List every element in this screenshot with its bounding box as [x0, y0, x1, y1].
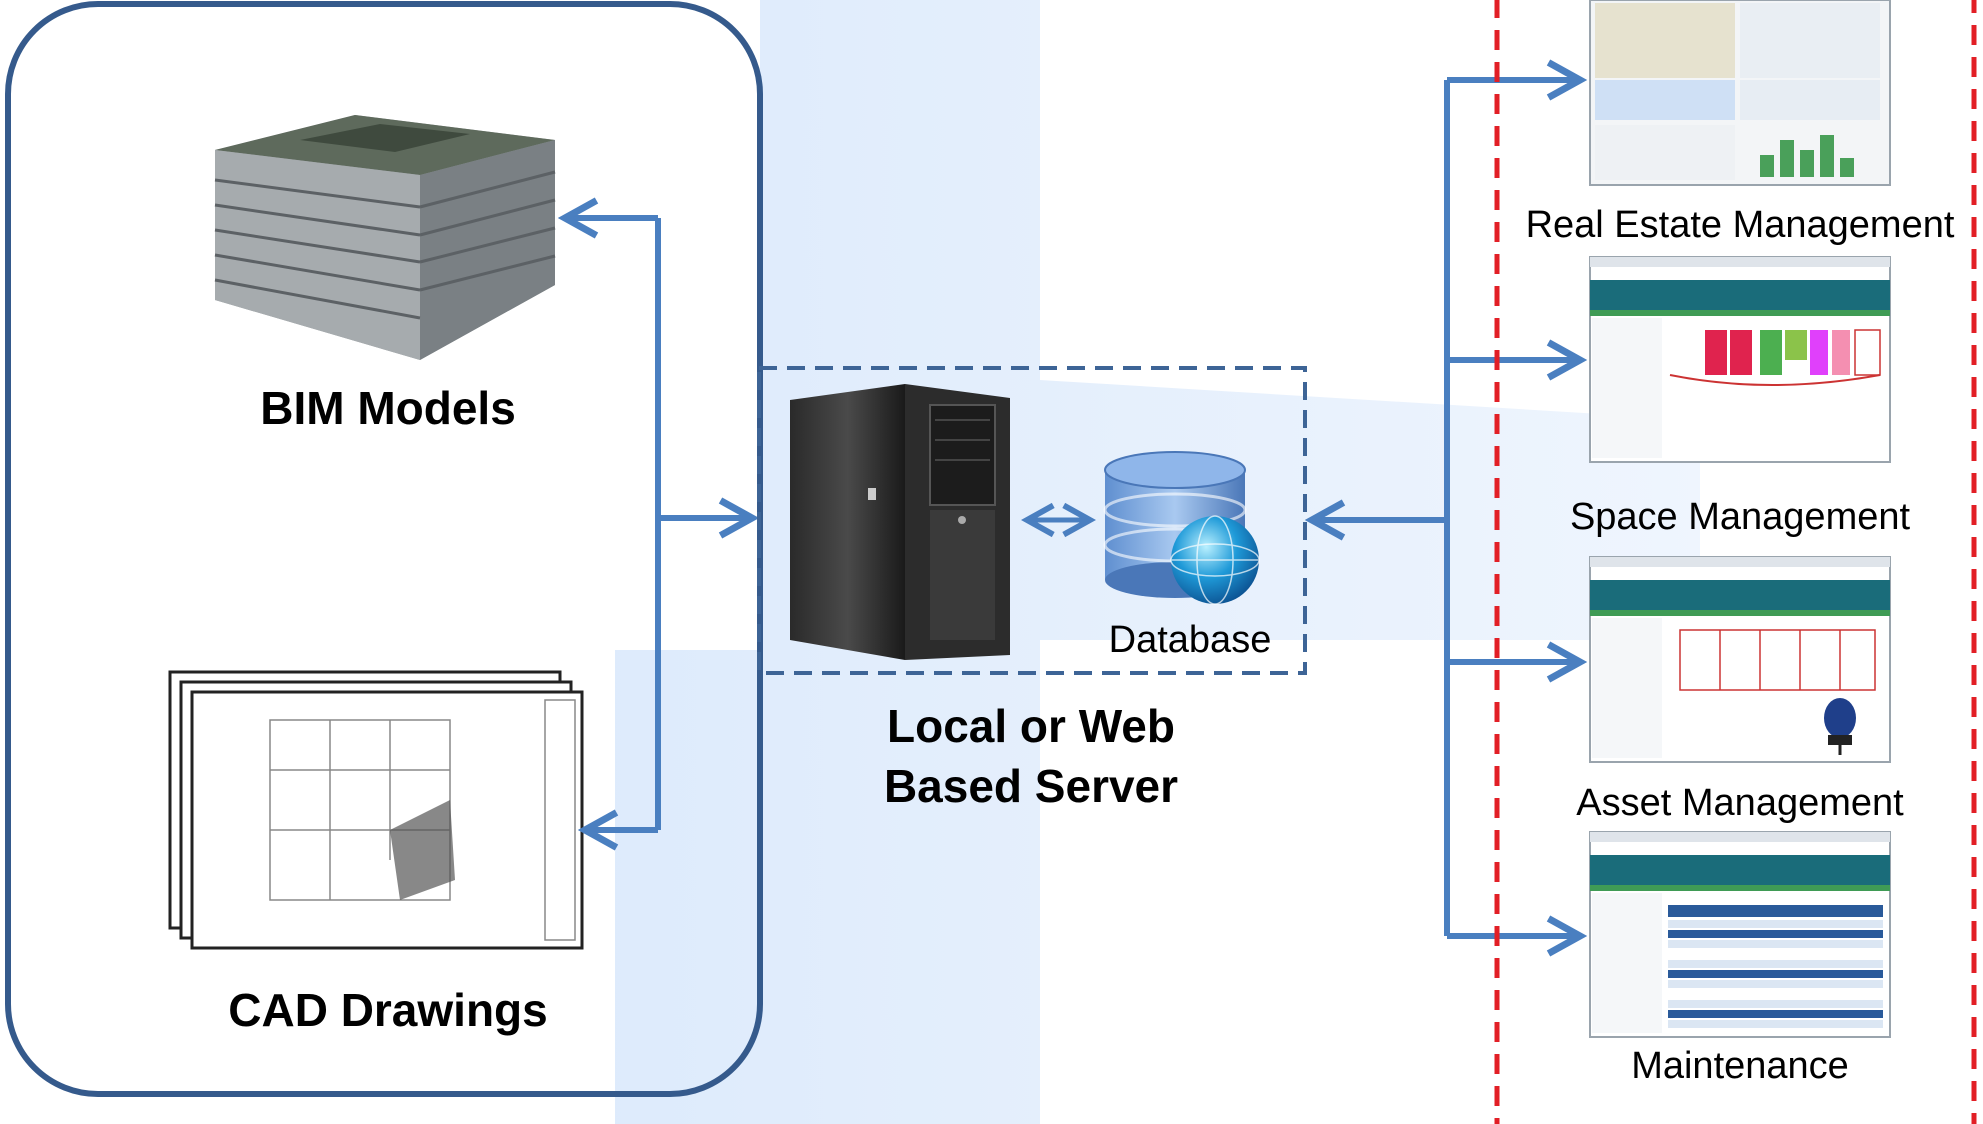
real-estate-screenshot: [1589, 0, 1891, 186]
applications-container: [1494, 0, 1977, 1124]
server-title-line2: Based Server: [884, 760, 1178, 812]
cad-drawings-illustration: [168, 670, 584, 950]
space-management-screenshot: [1589, 256, 1891, 463]
space-management-label: Space Management: [1570, 496, 1911, 538]
maintenance-screenshot: [1589, 831, 1891, 1038]
database-icon: [1103, 451, 1260, 605]
application-connector: [1312, 80, 1580, 936]
server-title-line1: Local or Web: [887, 700, 1175, 752]
server-tower-icon: [790, 384, 1010, 660]
database-label: Database: [1109, 619, 1272, 661]
asset-management-screenshot: [1589, 556, 1891, 763]
source-connector: [565, 218, 752, 830]
real-estate-label: Real Estate Management: [1526, 204, 1955, 246]
server-container: [757, 366, 1307, 675]
bim-building-illustration: [214, 115, 556, 360]
cad-drawings-label: CAD Drawings: [228, 984, 547, 1036]
maintenance-label: Maintenance: [1631, 1045, 1849, 1087]
asset-management-label: Asset Management: [1576, 782, 1904, 824]
bim-models-label: BIM Models: [260, 382, 516, 434]
